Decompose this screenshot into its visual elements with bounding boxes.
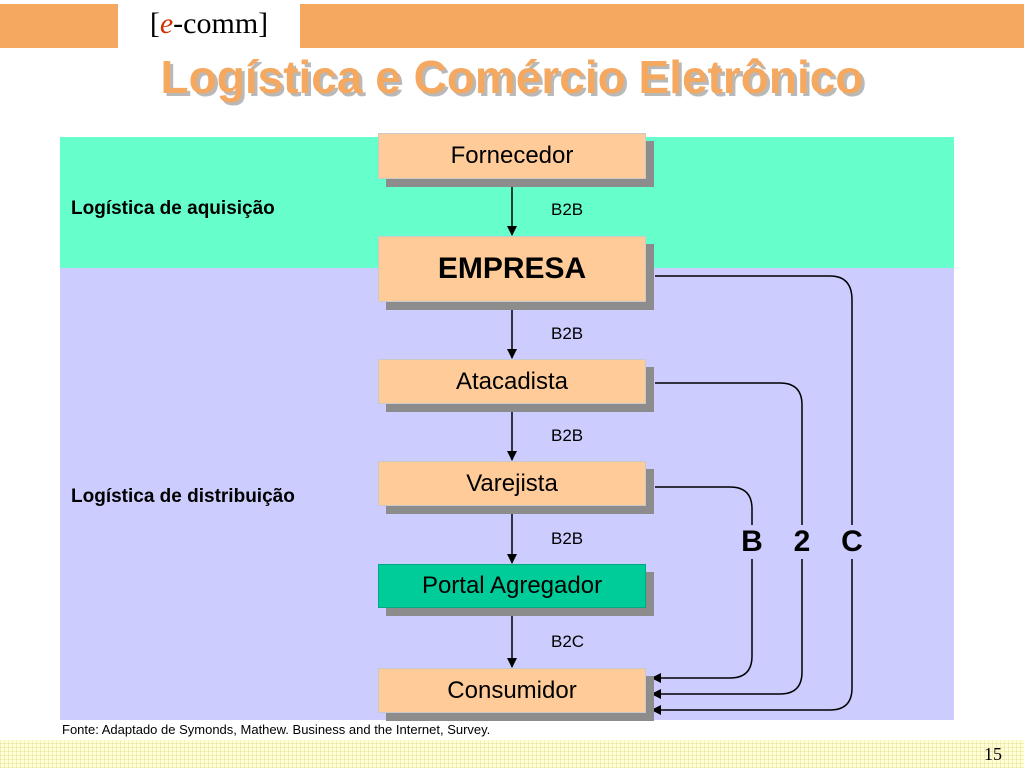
header-bar-left xyxy=(0,4,118,48)
node-fornecedor: Fornecedor xyxy=(378,133,646,179)
node-empresa: EMPRESA xyxy=(378,236,646,302)
page-number: 15 xyxy=(984,744,1002,764)
node-portal-agregador: Portal Agregador xyxy=(378,564,646,608)
node-consumidor: Consumidor xyxy=(378,668,646,713)
edge-label: B2C xyxy=(551,632,585,651)
b2c-letter-c: C xyxy=(839,525,865,559)
brand-bracket: [ xyxy=(149,7,160,40)
distribution-label: Logística de distribuição xyxy=(71,486,295,507)
footer-strip xyxy=(0,740,1024,768)
acquisition-label: Logística de aquisição xyxy=(71,198,275,219)
edge-label: B2B xyxy=(551,529,584,548)
header-bar-right xyxy=(300,4,1024,48)
bypass-empresa-consumidor xyxy=(651,275,853,715)
b2c-letter-2: 2 xyxy=(789,525,815,559)
brand-logo: [e-comm] xyxy=(118,0,300,48)
edge-label: B2B xyxy=(551,324,584,343)
source-citation: Fonte: Adaptado de Symonds, Mathew. Busi… xyxy=(62,722,491,737)
b2c-letter-b: B xyxy=(739,525,765,559)
node-varejista: Varejista xyxy=(378,461,646,506)
node-atacadista: Atacadista xyxy=(378,359,646,404)
edge-label: B2B xyxy=(551,200,584,219)
brand-comm: -comm] xyxy=(173,7,269,40)
edge-label: B2B xyxy=(551,426,584,445)
bypass-varejista-consumidor xyxy=(651,486,753,683)
slide-title: Logística e Comércio Eletrônico xyxy=(160,51,864,103)
brand-e: e xyxy=(159,7,174,40)
bypass-atacadista-consumidor xyxy=(651,382,803,699)
